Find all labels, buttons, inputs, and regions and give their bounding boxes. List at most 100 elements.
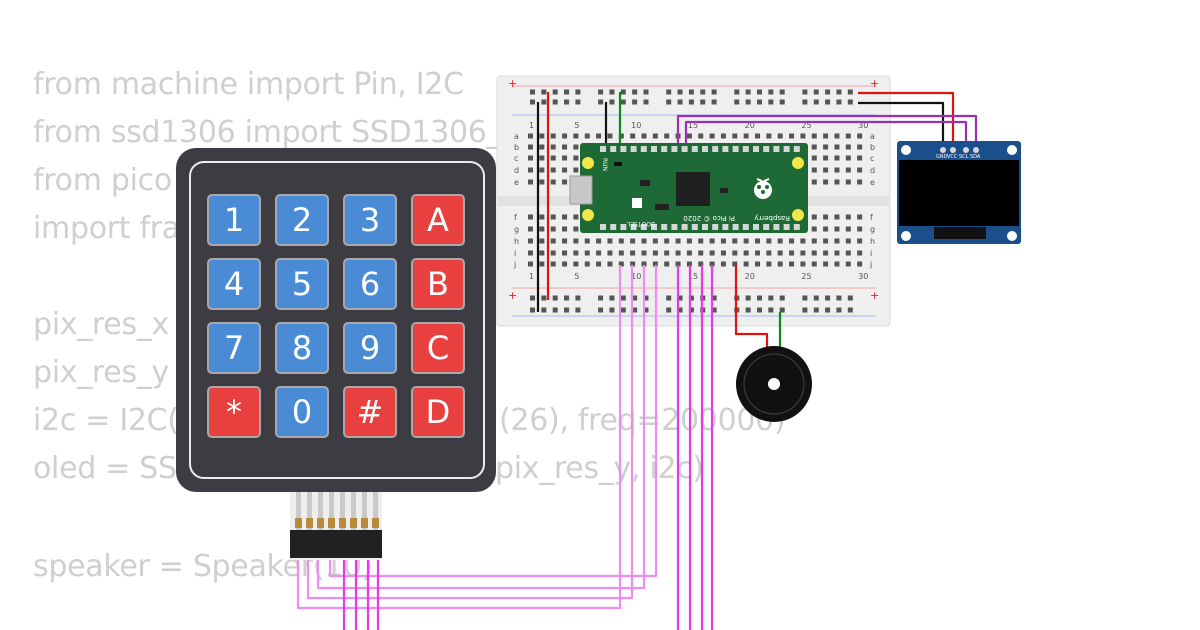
terminal-hole bbox=[698, 250, 704, 256]
terminal-hole bbox=[789, 133, 795, 139]
terminal-hole bbox=[630, 250, 636, 256]
terminal-hole bbox=[834, 179, 840, 185]
rail-hole bbox=[757, 89, 762, 95]
silk-brand: Raspberry bbox=[754, 214, 790, 222]
terminal-hole bbox=[550, 155, 556, 161]
rail-hole bbox=[688, 99, 694, 105]
terminal-hole bbox=[539, 179, 545, 185]
oled-display[interactable]: GND VCC SCL SDA bbox=[897, 141, 1021, 244]
terminal-hole bbox=[630, 238, 636, 244]
terminal-hole bbox=[766, 238, 772, 244]
key-label: 6 bbox=[360, 265, 380, 303]
key-8[interactable] bbox=[275, 322, 329, 374]
key-C[interactable] bbox=[411, 322, 465, 374]
terminal-hole bbox=[709, 133, 715, 139]
terminal-hole bbox=[743, 238, 749, 244]
key-2[interactable] bbox=[275, 194, 329, 246]
rail-hole bbox=[564, 295, 570, 301]
terminal-hole bbox=[539, 155, 545, 161]
terminal-hole bbox=[573, 144, 579, 150]
rail-hole bbox=[564, 89, 570, 95]
terminal-hole bbox=[539, 214, 545, 220]
rail-hole bbox=[802, 99, 808, 105]
wire-purple bbox=[676, 114, 978, 150]
row-label: i bbox=[870, 249, 872, 258]
terminal-hole bbox=[562, 250, 568, 256]
wire-pink bbox=[328, 265, 658, 578]
terminal-hole bbox=[528, 238, 533, 244]
row-label: g bbox=[870, 225, 875, 234]
terminal-hole bbox=[607, 238, 613, 244]
rail-hole bbox=[802, 89, 808, 95]
rail-hole bbox=[757, 295, 762, 301]
key-A[interactable] bbox=[411, 194, 465, 246]
key-9[interactable] bbox=[343, 322, 397, 374]
key-D[interactable] bbox=[411, 386, 465, 438]
terminal-hole bbox=[550, 250, 556, 256]
mount-hole bbox=[792, 209, 804, 221]
terminal-hole bbox=[811, 179, 817, 185]
terminal-hole bbox=[539, 167, 545, 173]
terminal-hole bbox=[562, 167, 568, 173]
terminal-hole bbox=[652, 238, 658, 244]
terminal-hole bbox=[720, 261, 726, 267]
key-label: 9 bbox=[360, 329, 380, 367]
terminal-hole bbox=[755, 238, 760, 244]
rail-hole bbox=[825, 295, 831, 301]
pico-pin bbox=[620, 224, 627, 230]
terminal-hole bbox=[562, 214, 568, 220]
terminal-hole bbox=[528, 214, 533, 220]
row-label: f bbox=[870, 213, 873, 222]
terminal-hole bbox=[664, 133, 670, 139]
key-7[interactable] bbox=[207, 322, 261, 374]
terminal-hole bbox=[720, 250, 726, 256]
pico-pin bbox=[773, 224, 780, 230]
key-1[interactable] bbox=[207, 194, 261, 246]
pico-pin bbox=[640, 224, 647, 230]
ribbon-contact bbox=[350, 518, 357, 528]
row-label: f bbox=[514, 213, 517, 222]
key-#[interactable] bbox=[343, 386, 397, 438]
pico-pin bbox=[753, 224, 759, 230]
col-label: 1 bbox=[529, 272, 534, 281]
pico-pin bbox=[630, 224, 637, 230]
ribbon-trace bbox=[351, 492, 356, 530]
terminal-hole bbox=[652, 250, 658, 256]
terminal-hole bbox=[823, 214, 829, 220]
wires bbox=[296, 91, 978, 630]
rail-plus-label: + bbox=[508, 289, 517, 302]
key-4[interactable] bbox=[207, 258, 261, 310]
key-3[interactable] bbox=[343, 194, 397, 246]
terminal-hole bbox=[573, 250, 579, 256]
terminal-hole bbox=[528, 179, 533, 185]
key-B[interactable] bbox=[411, 258, 465, 310]
key-*[interactable] bbox=[207, 386, 261, 438]
terminal-hole bbox=[857, 238, 863, 244]
row-label: h bbox=[514, 237, 519, 246]
terminal-hole bbox=[550, 261, 556, 267]
rail-hole bbox=[666, 99, 672, 105]
wire-red bbox=[858, 91, 955, 150]
buzzer[interactable] bbox=[736, 346, 812, 422]
pico-pin bbox=[742, 224, 749, 230]
terminal-hole bbox=[857, 250, 863, 256]
rail-hole bbox=[643, 89, 649, 95]
ribbon-contact bbox=[339, 518, 346, 528]
pico-pin bbox=[722, 146, 729, 152]
col-label: 5 bbox=[574, 272, 579, 281]
terminal-hole bbox=[777, 133, 783, 139]
key-5[interactable] bbox=[275, 258, 329, 310]
code-line: import fra bbox=[33, 211, 180, 246]
rail-hole bbox=[552, 99, 558, 105]
key-0[interactable] bbox=[275, 386, 329, 438]
terminal-hole bbox=[618, 250, 624, 256]
ribbon-trace bbox=[340, 492, 345, 530]
raspberry-pi-pico[interactable]: RUN BOOTSEL Pi Pico © 2020 Raspberry bbox=[569, 143, 808, 233]
terminal-hole bbox=[550, 133, 556, 139]
silk-bootsel: BOOTSEL bbox=[626, 220, 655, 227]
key-6[interactable] bbox=[343, 258, 397, 310]
key-label: 4 bbox=[224, 265, 244, 303]
wire-pink bbox=[296, 265, 622, 610]
